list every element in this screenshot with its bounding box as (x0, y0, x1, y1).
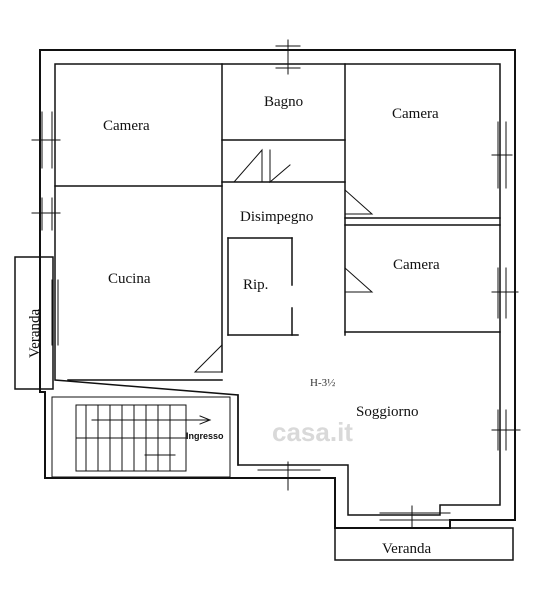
watermark: casa.it (272, 417, 353, 447)
room-label-veranda-west: Veranda (27, 309, 43, 358)
room-label-rip: Rip. (243, 277, 268, 293)
room-label-bagno: Bagno (264, 94, 303, 110)
windows (31, 39, 521, 529)
handwritten-note: H-3½ (310, 377, 335, 389)
room-label-cucina: Cucina (108, 271, 151, 287)
room-label-veranda-south: Veranda (382, 541, 431, 557)
outer-wall-inner (54, 63, 501, 516)
room-label-camera-nw: Camera (103, 118, 150, 134)
staircase (51, 396, 231, 478)
room-label-ingresso: Ingresso (186, 431, 224, 441)
door-swings (193, 148, 374, 373)
room-label-camera-e: Camera (393, 257, 440, 273)
room-label-camera-ne: Camera (392, 106, 439, 122)
room-label-soggiorno: Soggiorno (356, 404, 419, 420)
room-label-disimpegno: Disimpegno (240, 209, 313, 225)
veranda-south-box (334, 527, 514, 561)
veranda-west-box (14, 256, 54, 390)
interior-walls (54, 63, 501, 466)
